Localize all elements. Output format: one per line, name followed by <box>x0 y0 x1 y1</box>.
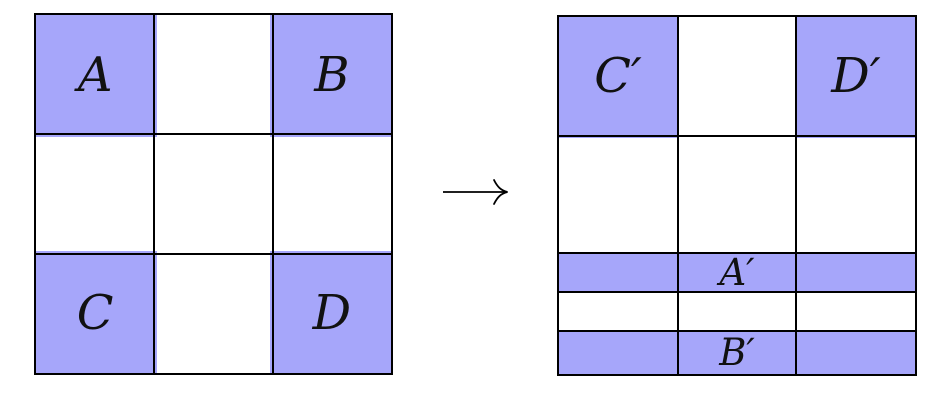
source-grid-vline-2 <box>271 15 274 373</box>
source-grid-hline-2 <box>36 252 391 255</box>
strip-a-prime-fill <box>559 253 915 293</box>
cell-c-prime-fill <box>559 17 679 138</box>
source-grid-hline-1 <box>36 133 391 136</box>
target-grid-hline-1 <box>559 135 915 137</box>
target-grid-vline-1 <box>677 17 679 374</box>
source-grid-vline-1 <box>153 15 156 373</box>
target-grid-vline-2 <box>795 17 797 374</box>
cell-c-fill <box>36 251 157 373</box>
cell-d-prime-fill <box>795 17 915 138</box>
cell-d-fill <box>270 251 391 373</box>
strip-b-prime-fill <box>559 331 915 374</box>
target-grid-hline-3 <box>559 291 915 293</box>
long-right-arrow-icon <box>443 179 508 205</box>
target-grid-hline-2 <box>559 252 915 254</box>
cell-b-fill <box>270 15 391 137</box>
target-grid: C′ D′ A′ B′ <box>557 15 917 376</box>
source-grid: A B C D <box>34 13 393 375</box>
cell-a-fill <box>36 15 157 137</box>
target-grid-hline-4 <box>559 330 915 332</box>
maps-to-arrow <box>441 175 513 209</box>
